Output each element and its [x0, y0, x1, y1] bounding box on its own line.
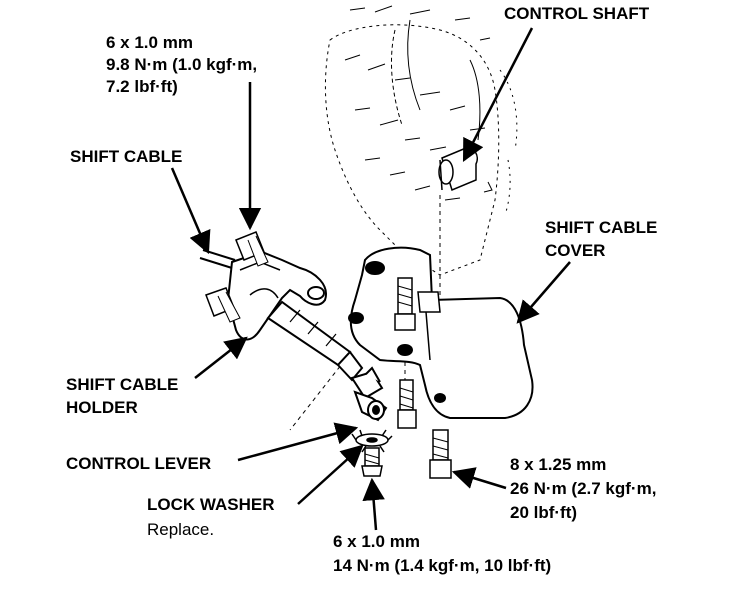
leader-control-shaft: [462, 27, 534, 163]
leader-bottom-bolt: [362, 477, 385, 531]
middle-bolt-part: [397, 379, 417, 429]
label-control-shaft: CONTROL SHAFT: [504, 4, 650, 23]
label-bottom-bolt-torque: 14 N·m (1.4 kgf·m, 10 lbf·ft): [333, 556, 552, 575]
holder-bolt-lower: [205, 287, 241, 323]
leader-lock-washer: [297, 444, 364, 505]
label-shift-cable-holder-line-1: SHIFT CABLE: [66, 375, 179, 394]
label-lock-washer-note: Replace.: [147, 520, 215, 539]
shift-cable-part: [199, 249, 236, 269]
label-lock-washer: LOCK WASHER: [147, 495, 275, 514]
holder-bolt-upper: [235, 231, 269, 267]
lock-washer-part: [351, 429, 393, 453]
label-top-bolt-torque-2: 7.2 lbf·ft): [106, 77, 178, 96]
leader-lines: [170, 27, 571, 531]
leader-shift-cable-holder: [194, 336, 248, 379]
label-right-bolt-torque-1: 26 N·m (2.7 kgf·m,: [510, 479, 657, 498]
label-shift-cable-cover-line-1: SHIFT CABLE: [545, 218, 658, 237]
label-bottom-bolt-size: 6 x 1.0 mm: [333, 532, 420, 551]
leader-control-lever: [237, 422, 359, 462]
right-bolt-part: [429, 429, 452, 479]
control-lever-part: [350, 366, 388, 422]
label-top-bolt-size: 6 x 1.0 mm: [106, 33, 193, 52]
label-shift-cable: SHIFT CABLE: [70, 147, 183, 166]
label-top-bolt-torque-1: 9.8 N·m (1.0 kgf·m,: [106, 55, 258, 74]
cover-bolt: [394, 277, 416, 331]
leader-shift-cable-cover: [516, 261, 571, 324]
label-shift-cable-holder-line-2: HOLDER: [66, 398, 138, 417]
cable-rod: [266, 300, 364, 382]
leader-right-bolt: [451, 467, 507, 490]
transmission-case: [324, 5, 518, 276]
shift-cable-cover-part: [348, 246, 534, 419]
leader-shift-cable: [170, 167, 211, 255]
bottom-bolt-part: [361, 447, 383, 477]
label-control-lever: CONTROL LEVER: [66, 454, 212, 473]
label-right-bolt-torque-2: 20 lbf·ft): [510, 503, 578, 522]
label-right-bolt-size: 8 x 1.25 mm: [510, 455, 607, 474]
label-shift-cable-cover-line-2: COVER: [545, 241, 606, 260]
